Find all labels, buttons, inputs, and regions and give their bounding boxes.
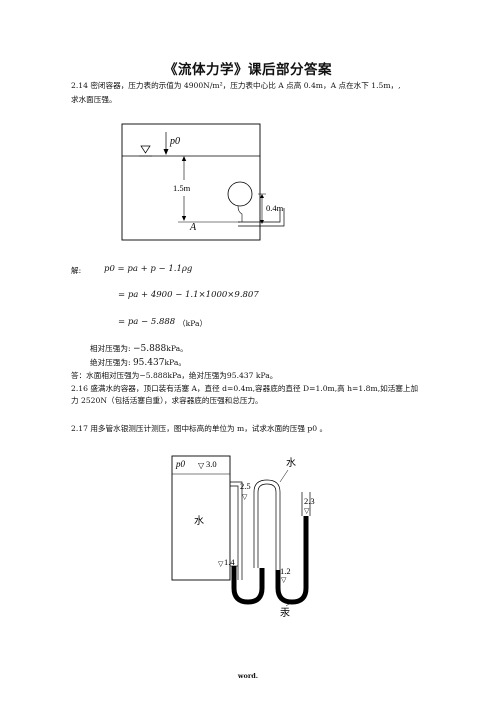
solution-eq2: = pa + 4900 − 1.1×1000×9.807 (118, 290, 259, 300)
absolute-pressure-line: 绝对压强为: 95.437kPa。 (90, 357, 186, 370)
figure-mercury-manometer: p0 ▽ 3.0 水 2.5 ▽ 2.3 ▽ 水 ▽ 1.4 1.2 ▽ 汞 (171, 455, 315, 619)
page-title: 《流体力学》课后部分答案 (164, 62, 332, 78)
relative-pressure-unit: kPa。 (166, 344, 188, 353)
relative-pressure-value: −5.888 (132, 344, 167, 354)
fig1-depth-label: 1.5m (173, 183, 191, 193)
fig2-water-left: 水 (194, 515, 204, 527)
fig2-level-3-0: 3.0 (206, 459, 217, 469)
fig1-point-a: A (189, 222, 197, 233)
fig2-level-2-3: 2.3 (304, 496, 315, 506)
problem-2-17: 2.17 用多管水银测压计测压，图中标高的单位为 m，试求水面的压强 p0 。 (71, 424, 328, 433)
answer-line: 答：水面相对压强为−5.888kPa，绝对压强为95.437 kPa。 (71, 371, 278, 380)
problem-2-16: 2.16 盛满水的容器，顶口装有活塞 A，直径 d=0.4m,容器底的直径 D=… (71, 384, 419, 405)
fig1-p0-label: p0 (169, 136, 180, 147)
fig2-top-level-symbol: ▽ (198, 461, 205, 470)
absolute-pressure-value: 95.437 (132, 358, 165, 368)
fig2-level-2-5: 2.5 (240, 481, 251, 491)
fig2-mercury-label: 汞 (280, 607, 290, 619)
fig1-gauge-height-label: 0.4m (266, 203, 284, 213)
fig2-level-2-5-symbol: ▽ (242, 493, 248, 501)
fig2-p0-label: p0 (175, 459, 186, 469)
solution-eq3: = pa − 5.888 (118, 317, 176, 327)
absolute-pressure-label: 绝对压强为: (90, 358, 131, 367)
relative-pressure-line: 相对压强为: −5.888kPa。 (90, 343, 188, 356)
solution-eq1: p0 = pa + p − 1.1ρg (104, 264, 193, 274)
fig2-level-1-2-symbol: ▽ (281, 576, 287, 584)
problem-2-14-line2: 求水面压强。 (71, 95, 117, 104)
relative-pressure-label: 相对压强为: (90, 344, 131, 353)
fig2-level-1-4-symbol: ▽ (218, 560, 224, 568)
figure-closed-tank: p0 1.5m A 0.4m (121, 123, 285, 241)
fig2-water-right: 水 (286, 457, 296, 469)
fig2-level-1-2: 1.2 (280, 566, 291, 576)
solution-label: 解: (71, 266, 82, 275)
problem-2-14-line1: 2.14 密闭容器，压力表的示值为 4900N/m²，压力表中心比 A 点高 0… (71, 81, 401, 90)
page-footer: word. (237, 672, 259, 680)
solution-eq3-unit: （kPa） (178, 319, 208, 328)
fig2-level-2-3-symbol: ▽ (304, 507, 310, 515)
absolute-pressure-unit: kPa。 (164, 358, 186, 367)
fig2-level-1-4: 1.4 (224, 557, 235, 567)
